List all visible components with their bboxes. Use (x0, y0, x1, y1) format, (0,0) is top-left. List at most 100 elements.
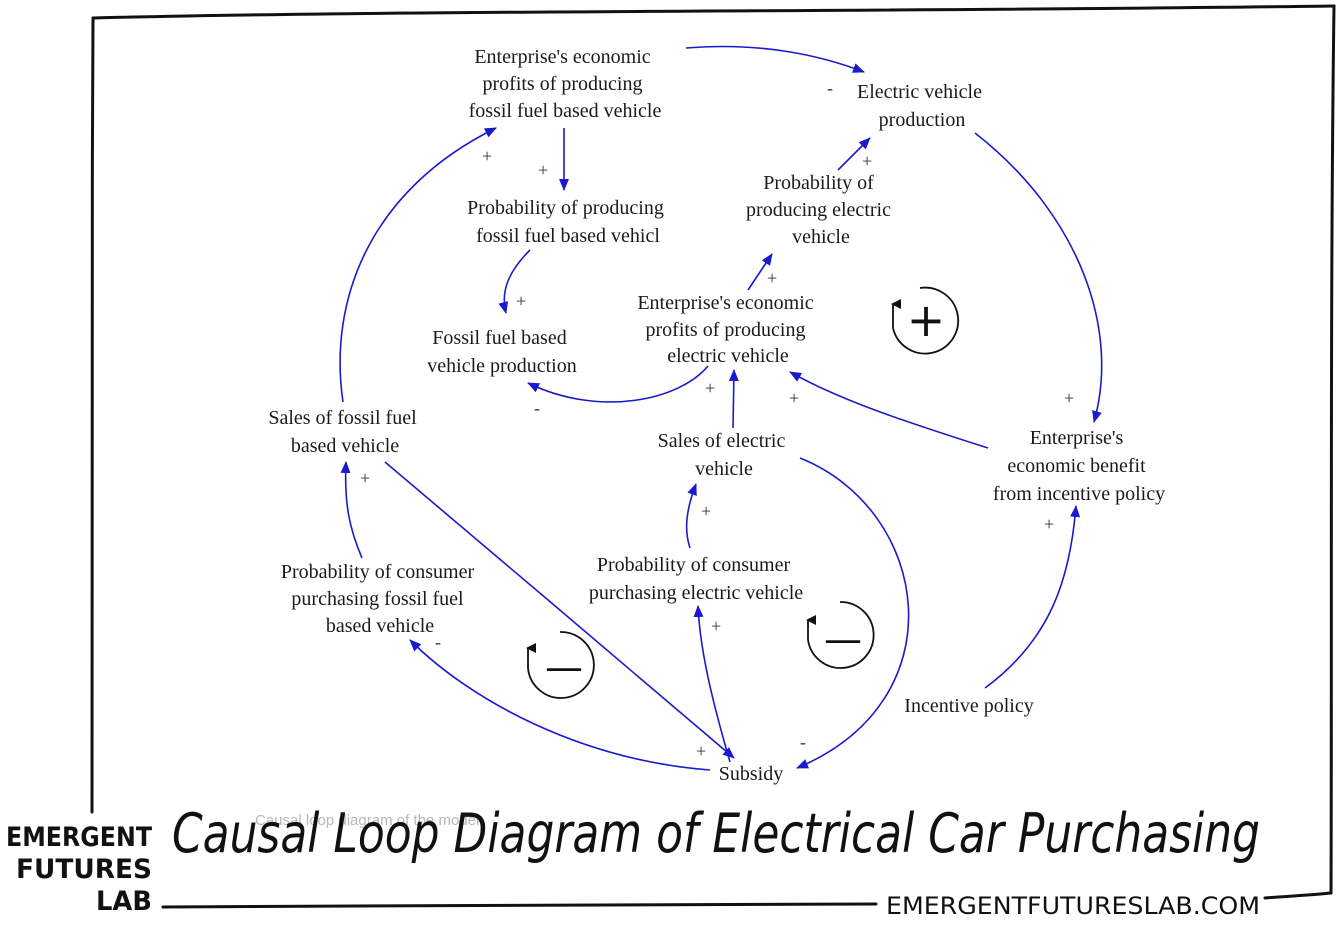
node-sales-ev-l2: vehicle (695, 458, 753, 480)
logo-line-2: FUTURES (16, 854, 152, 885)
node-prob-prod-fossil: Probability of producing fossil fuel bas… (467, 197, 669, 247)
node-subsidy: Subsidy (719, 763, 783, 785)
node-incentive-policy-l1: Incentive policy (904, 695, 1033, 717)
node-sales-fossil-l1: Sales of fossil fuel (268, 407, 417, 429)
edge-salesfossil-to-subsidy (384, 461, 735, 759)
loop-reinforcing-arc (893, 286, 960, 355)
faded-caption: Causal loop diagram of the model (255, 812, 479, 829)
loop-balancing-right: — (808, 601, 875, 669)
node-ent-profit-ev-l2: profits of producing (646, 319, 806, 341)
node-ev-production: Electric vehicle production (857, 81, 987, 131)
node-ent-profit-ev: Enterprise's economic profits of produci… (637, 292, 818, 367)
node-ent-profit-ev-l1: Enterprise's economic (637, 292, 813, 314)
node-prob-consumer-ev-l1: Probability of consumer (597, 554, 791, 576)
brand-logo: EMERGENT FUTURES LAB (6, 822, 153, 917)
loop-balancing-left: — (528, 631, 595, 699)
loop-balancing-left-sign: — (545, 645, 583, 689)
edge-consumerev-to-sales (685, 483, 697, 549)
logo-line-3: LAB (96, 886, 152, 917)
loop-balancing-right-sign: — (824, 617, 862, 661)
polarity-consumerev-to-sales: + (701, 501, 711, 521)
loop-reinforcing-sign: + (907, 293, 946, 347)
polarities: - + + + + + - + + + + + + + - + - (360, 78, 1074, 761)
edge-salesev-to-subsidy (796, 457, 910, 769)
edge-probfossil-to-prod (498, 249, 531, 314)
loop-balancing-right-arc (808, 601, 875, 669)
node-incentive-policy: Incentive policy (904, 695, 1033, 717)
polarity-profit-to-ev: - (827, 78, 833, 98)
polarity-profitfossil-to-prob: + (538, 160, 548, 180)
edges (339, 45, 1103, 771)
polarity-subsidy-to-consumerev: + (711, 616, 721, 636)
polarity-incentive-to-benefit: + (1044, 514, 1054, 534)
loop-reinforcing: + (893, 286, 960, 355)
edge-salesfossil-to-profitfossil (339, 127, 497, 403)
node-subsidy-l1: Subsidy (719, 763, 783, 785)
polarity-salesfossil-to-subsidy: + (696, 741, 706, 761)
frame-top (91, 4, 1336, 20)
edge-probev-to-ev (837, 137, 871, 171)
node-fossil-production-l2: vehicle production (427, 355, 576, 377)
edge-salesev-to-profitev (728, 369, 739, 429)
node-prob-prod-ev-l1: Probability of (763, 172, 874, 194)
node-prob-prod-ev: Probability of producing electric vehicl… (746, 172, 896, 248)
edge-incentive-to-benefit (984, 505, 1081, 689)
node-ent-profit-fossil-l3: fossil fuel based vehicle (469, 100, 662, 122)
frame-right (1329, 4, 1336, 895)
edge-profitev-to-fossilprod (527, 365, 709, 403)
frame-bottom-right (1263, 891, 1333, 900)
polarity-subsidy-to-consumerfossil: - (435, 632, 441, 652)
edge-profitfossil-to-ev (685, 45, 865, 73)
node-prob-consumer-fossil: Probability of consumer purchasing fossi… (281, 561, 479, 637)
polarity-salesev-to-profitev: + (705, 378, 715, 398)
node-ev-production-l2: production (879, 109, 966, 131)
polarity-consumerfossil-to-sales: + (360, 468, 370, 488)
node-fossil-production-l1: Fossil fuel based (432, 327, 566, 349)
edge-benefit-to-profitev (789, 371, 989, 449)
polarity-probev-to-ev: + (862, 151, 872, 171)
node-sales-fossil: Sales of fossil fuel based vehicle (268, 407, 421, 457)
edge-ev-to-benefit (974, 132, 1103, 423)
brand-url: EMERGENTFUTURESLAB.COM (886, 892, 1260, 920)
node-prob-consumer-ev: Probability of consumer purchasing elect… (589, 554, 803, 604)
frame-bottom-left (161, 902, 878, 909)
node-ent-profit-fossil-l2: profits of producing (483, 73, 643, 95)
node-prob-prod-ev-l3: vehicle (792, 226, 850, 248)
node-prob-prod-fossil-l1: Probability of producing (467, 197, 664, 219)
node-ent-benefit-l1: Enterprise's (1030, 427, 1124, 449)
node-sales-ev: Sales of electric vehicle (658, 430, 791, 480)
node-sales-fossil-l2: based vehicle (291, 435, 399, 457)
node-ent-profit-fossil-l1: Enterprise's economic (474, 46, 650, 68)
edge-profitev-to-probev (747, 253, 773, 291)
polarity-profitev-to-fossilprod: - (534, 398, 540, 418)
polarity-salesfossil-to-profitfossil: + (482, 146, 492, 166)
node-prob-consumer-fossil-l1: Probability of consumer (281, 561, 475, 583)
edge-subsidy-to-consumerfossil (409, 639, 711, 771)
node-prob-consumer-ev-l2: purchasing electric vehicle (589, 582, 803, 604)
node-ent-benefit: Enterprise's economic benefit from incen… (993, 427, 1165, 505)
polarity-benefit-to-profitev: + (789, 388, 799, 408)
logo-line-1: EMERGENT (6, 822, 153, 853)
polarity-profitev-to-probev: + (767, 268, 777, 288)
node-ent-benefit-l2: economic benefit (1007, 455, 1146, 477)
edge-subsidy-to-consumerev (693, 605, 731, 763)
node-prob-consumer-fossil-l3: based vehicle (326, 615, 434, 637)
node-ent-profit-ev-l3: electric vehicle (667, 345, 789, 367)
node-sales-ev-l1: Sales of electric (658, 430, 786, 452)
node-prob-prod-fossil-l2: fossil fuel based vehicl (476, 225, 660, 247)
node-ev-production-l1: Electric vehicle (857, 81, 982, 103)
polarity-salesev-to-subsidy: - (800, 732, 806, 752)
node-prob-consumer-fossil-l2: purchasing fossil fuel (291, 588, 464, 610)
edge-consumerfossil-to-sales (340, 461, 363, 559)
polarity-probfossil-to-prod: + (516, 291, 526, 311)
page-title: Causal Loop Diagram of Electrical Car Pu… (172, 802, 1260, 865)
frame-left (90, 16, 95, 814)
node-ent-profit-fossil: Enterprise's economic profits of produci… (469, 46, 662, 122)
node-prob-prod-ev-l2: producing electric (746, 199, 891, 221)
node-fossil-production: Fossil fuel based vehicle production (427, 327, 576, 377)
nodes: Enterprise's economic profits of produci… (268, 46, 1165, 785)
node-ent-benefit-l3: from incentive policy (993, 483, 1165, 505)
loop-balancing-left-arc (528, 631, 595, 699)
